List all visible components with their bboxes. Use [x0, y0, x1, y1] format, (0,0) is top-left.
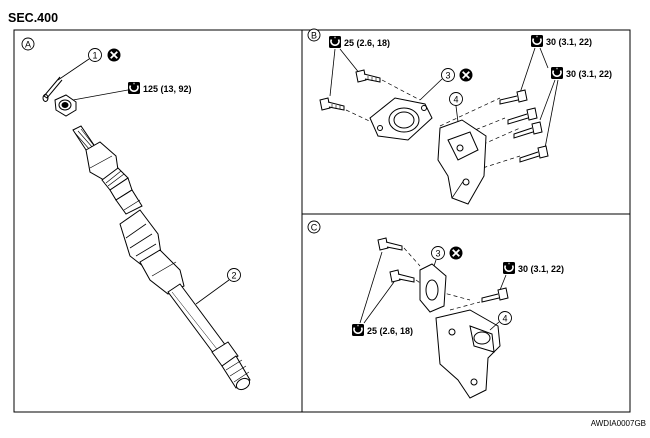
torque-spec-b-top-right: 30 (3.1, 22) [546, 37, 592, 47]
callout-part-3-b: 3 [441, 68, 455, 82]
panel-label-b: B [307, 28, 321, 42]
bolt-illustration [377, 237, 403, 251]
bolt-illustration [319, 97, 345, 111]
torque-spec-c-right: 30 (3.1, 22) [518, 264, 564, 274]
svg-text:A: A [25, 40, 31, 50]
torque-icon [550, 66, 564, 80]
bolt-illustration [513, 121, 543, 139]
bolt-illustration [481, 287, 509, 303]
torque-spec-b-left: 25 (2.6, 18) [344, 38, 390, 48]
svg-text:2: 2 [231, 271, 236, 281]
flange-part-3-illustration [369, 97, 433, 141]
svg-text:3: 3 [445, 71, 450, 81]
section-title: SEC.400 [8, 11, 58, 25]
leader-line [544, 79, 559, 149]
panel-label-a: A [21, 37, 35, 51]
drive-shaft-illustration [72, 125, 251, 391]
bracket-part-4-illustration [437, 119, 487, 205]
torque-spec-b-right: 30 (3.1, 22) [566, 69, 612, 79]
callout-part-3-c: 3 [431, 246, 445, 260]
leader-line [57, 58, 90, 81]
leader-line [519, 47, 536, 94]
svg-text:1: 1 [92, 51, 97, 61]
callout-part-4-c: 4 [498, 311, 512, 325]
torque-icon [530, 34, 544, 48]
discard-icon [106, 47, 122, 63]
svg-text:4: 4 [453, 95, 458, 105]
leader-line [419, 78, 443, 101]
cotter-pin-illustration [42, 76, 63, 102]
plate-part-3-illustration [419, 263, 447, 313]
discard-icon [458, 67, 474, 83]
torque-icon [351, 323, 365, 337]
bolt-illustration [355, 69, 381, 83]
bolt-illustration [499, 89, 528, 105]
callout-part-4-b: 4 [449, 92, 463, 106]
callout-part-2: 2 [227, 268, 241, 282]
leader-line [539, 79, 556, 121]
svg-text:4: 4 [502, 314, 507, 324]
torque-spec-c-left: 25 (2.6, 18) [367, 326, 413, 336]
leader-line [489, 321, 500, 331]
svg-text:3: 3 [435, 249, 440, 259]
leader-line [539, 47, 549, 69]
panel-label-c: C [307, 220, 321, 234]
svg-text:C: C [311, 223, 318, 233]
bolt-illustration [507, 107, 538, 125]
leader-line [499, 274, 507, 291]
discard-icon [448, 245, 464, 261]
figure-id: AWDIA0007GB [591, 419, 646, 428]
assembly-guide-lines [345, 79, 521, 173]
svg-text:B: B [311, 31, 317, 41]
leader-line [339, 48, 361, 75]
outer-frame [13, 29, 631, 413]
bracket-part-4-c-illustration [435, 309, 501, 399]
leader-line [455, 105, 459, 123]
torque-icon [328, 35, 342, 49]
torque-icon [502, 261, 516, 275]
bolt-illustration [389, 269, 415, 283]
torque-spec-a: 125 (13, 92) [143, 84, 192, 94]
leader-line [195, 279, 230, 305]
torque-icon [127, 81, 141, 95]
leader-line [72, 89, 129, 101]
leader-line [363, 281, 395, 324]
axle-nut-illustration [54, 94, 77, 117]
leader-line [359, 251, 383, 324]
leader-line [329, 48, 336, 97]
callout-part-1: 1 [88, 48, 102, 62]
bolt-illustration [519, 145, 549, 163]
